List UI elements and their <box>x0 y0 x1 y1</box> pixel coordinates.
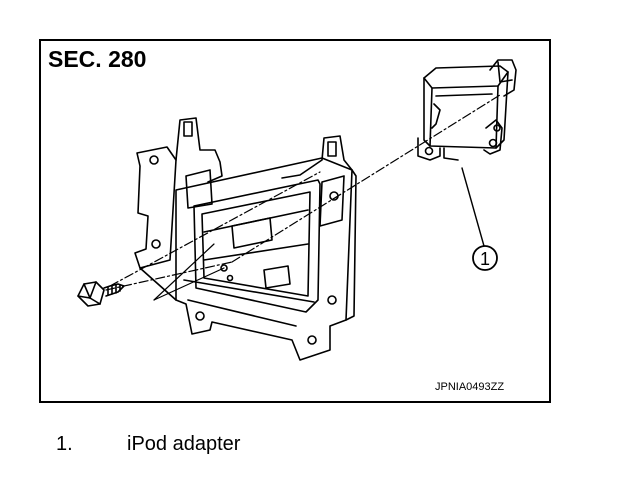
leader-lines <box>153 243 225 301</box>
callout-1: 1 <box>472 245 498 271</box>
figure-frame <box>39 39 551 403</box>
mounting-screw <box>77 281 125 307</box>
ipod-adapter-unit <box>417 59 517 161</box>
callout-leader <box>461 167 485 247</box>
mounting-bracket <box>134 117 357 361</box>
installation-guide-lines <box>105 94 501 291</box>
section-label: SEC. 280 <box>48 46 147 72</box>
legend-item-number: 1. <box>56 433 73 455</box>
legend-item-text: iPod adapter <box>127 433 241 455</box>
figure-code: JPNIA0493ZZ <box>435 381 505 393</box>
callout-1-number: 1 <box>480 249 490 269</box>
